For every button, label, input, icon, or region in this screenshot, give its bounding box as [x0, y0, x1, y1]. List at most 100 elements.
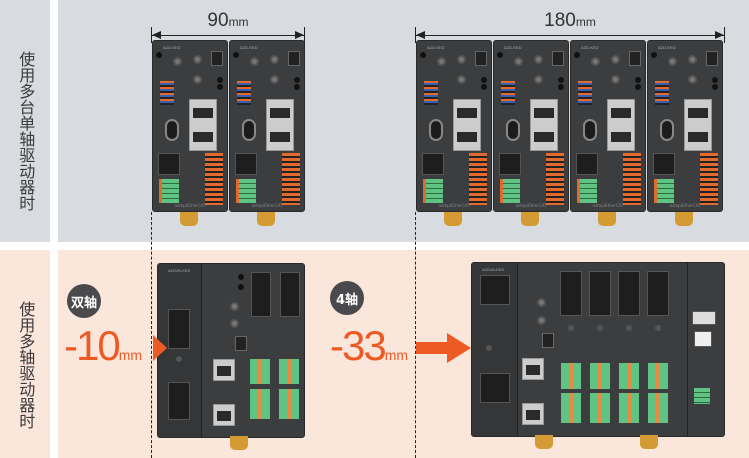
- io-terminal: [590, 363, 610, 389]
- led: [558, 84, 564, 90]
- reduction-label-4axis: -33mm: [330, 322, 409, 369]
- din-rail-clip: [535, 435, 553, 449]
- led: [497, 52, 503, 58]
- io-terminal: [619, 363, 639, 389]
- arrow-right-icon: [715, 31, 724, 39]
- dimension-label: 180mm: [544, 10, 596, 31]
- io-terminal: [648, 363, 668, 389]
- led: [238, 274, 244, 280]
- din-rail-clip: [640, 435, 658, 449]
- power-terminal: [159, 179, 179, 203]
- switch-knob: [668, 57, 677, 66]
- arrow-left-icon: [416, 31, 425, 39]
- usb-port: [542, 333, 554, 348]
- dip-switch: [655, 81, 669, 105]
- model-label: AZD-KED: [427, 45, 445, 50]
- row-label-bg-multi: [0, 250, 50, 458]
- switch-knob: [537, 298, 546, 307]
- switch-knob: [270, 55, 279, 64]
- io-terminal: [561, 363, 581, 389]
- led: [481, 77, 487, 83]
- motor-connector: [158, 153, 180, 175]
- power-terminal: [694, 331, 712, 347]
- power-terminal: [577, 179, 597, 203]
- usb-port: [475, 51, 487, 66]
- io-terminal: [619, 393, 639, 423]
- dimension-line: [151, 35, 305, 36]
- usb-port: [288, 51, 300, 66]
- io-terminal: [250, 389, 270, 419]
- ethercat-ports: [530, 99, 558, 151]
- din-rail-clip: [444, 212, 462, 226]
- module-divider: [687, 263, 688, 436]
- io-terminal: [623, 153, 641, 205]
- led: [574, 52, 580, 58]
- led: [651, 52, 657, 58]
- io-terminal: [700, 153, 718, 205]
- switch-knob: [611, 55, 620, 64]
- single-axis-driver: AZD-KED αstep/EtherCAT: [647, 40, 723, 212]
- led: [712, 77, 718, 83]
- reference-dashed-line-2: [415, 212, 416, 458]
- led: [420, 52, 426, 58]
- switch-knob: [193, 55, 202, 64]
- brand-label: αstep/EtherCAT: [669, 203, 701, 208]
- io-terminal: [590, 393, 610, 423]
- single-axis-driver: AZD-KED αstep/EtherCAT: [229, 40, 305, 212]
- switch-knob: [537, 316, 546, 325]
- switch-knob: [193, 75, 202, 84]
- switch-knob: [688, 75, 697, 84]
- power-terminal: [236, 179, 256, 203]
- din-rail-clip: [230, 436, 248, 450]
- encoder-connector: [165, 119, 179, 141]
- io-terminal: [546, 153, 564, 205]
- encoder-connector: [560, 271, 582, 316]
- brand-label: αstep/EtherCAT: [438, 203, 470, 208]
- dimension-line: [415, 35, 725, 36]
- switch-knob: [611, 75, 620, 84]
- io-terminal: [279, 389, 299, 419]
- io-terminal: [561, 393, 581, 423]
- encoder-connector: [647, 271, 669, 316]
- indicator-led: [176, 356, 182, 362]
- led: [635, 77, 641, 83]
- brand-label: αstep/EtherCAT: [515, 203, 547, 208]
- dimension-90mm: 90mm: [151, 5, 305, 43]
- arrow-left-icon: [152, 31, 161, 39]
- reduction-label-2axis: -10mm: [64, 322, 143, 369]
- dip-switch: [424, 81, 438, 105]
- usb-port: [552, 51, 564, 66]
- motor-connector: [235, 153, 257, 175]
- dip-switch: [578, 81, 592, 105]
- motor-connector: [422, 153, 444, 175]
- ethercat-ports: [189, 99, 217, 151]
- row-label-multi-axis: 使用多轴驱动器时: [16, 301, 36, 429]
- switch-knob: [230, 302, 239, 311]
- ethercat-ports: [684, 99, 712, 151]
- ethercat-ports: [453, 99, 481, 151]
- multi-axis-driver-4: AZD4A-KED: [471, 262, 725, 437]
- dip-switch: [501, 81, 515, 105]
- led: [294, 84, 300, 90]
- motor-connector: [480, 373, 510, 403]
- switch-knob: [457, 55, 466, 64]
- switch-knob: [591, 57, 600, 66]
- din-rail-clip: [675, 212, 693, 226]
- usb-port: [235, 336, 247, 351]
- encoder-connector: [242, 119, 256, 141]
- motor-connector: [499, 153, 521, 175]
- io-terminal: [205, 153, 223, 205]
- arrow-right-icon: [295, 31, 304, 39]
- single-axis-driver: AZD-KED αstep/EtherCAT: [570, 40, 646, 212]
- io-terminal: [279, 359, 299, 384]
- model-label: AZD-KED: [504, 45, 522, 50]
- power-connector: [168, 309, 190, 349]
- encoder-connector: [429, 119, 443, 141]
- switch-knob: [250, 57, 259, 66]
- power-terminal: [654, 179, 674, 203]
- dimension-label: 90mm: [207, 10, 249, 31]
- ethercat-port-out: [213, 404, 235, 426]
- din-rail-clip: [180, 212, 198, 226]
- model-label: AZD2B-KED: [168, 268, 191, 273]
- reference-dashed-line-1: [151, 212, 152, 458]
